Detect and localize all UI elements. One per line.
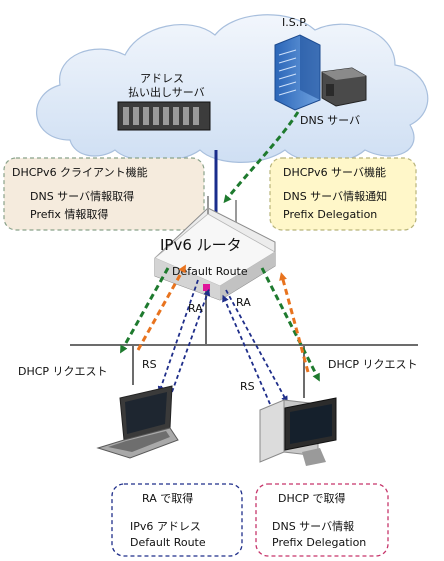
desktop-pc-icon bbox=[259, 397, 337, 466]
dhcp-right-green-arrow bbox=[260, 267, 320, 382]
dhcp-left-green-arrow bbox=[120, 267, 170, 354]
ra-left-label: RA bbox=[188, 302, 203, 315]
rs-right-label: RS bbox=[240, 380, 255, 393]
dhcp-left-label: DHCP リクエスト bbox=[18, 365, 108, 378]
dhcp-client-line1: DNS サーバ情報取得 bbox=[30, 190, 134, 203]
dhcp-acquired-box: DHCP で取得 DNS サーバ情報 Prefix Delegation bbox=[255, 483, 389, 557]
dhcp-server-line2: Prefix Delegation bbox=[283, 208, 377, 221]
dhcp-client-title: DHCPv6 クライアント機能 bbox=[12, 165, 148, 179]
dhcp-client-box: DHCPv6 クライアント機能 DNS サーバ情報取得 Prefix 情報取得 bbox=[3, 157, 205, 231]
isp-building-icon bbox=[274, 34, 321, 111]
address-server-label-2: 払い出しサーバ bbox=[128, 85, 205, 99]
ra-right-label: RA bbox=[236, 296, 251, 309]
isp-cloud bbox=[36, 14, 429, 163]
address-server-icon bbox=[117, 101, 211, 131]
dhcp-box-line2: Prefix Delegation bbox=[272, 536, 366, 549]
dhcp-box-title: DHCP で取得 bbox=[278, 492, 346, 505]
dns-to-router-arrow bbox=[223, 111, 300, 204]
ra-box-title: RA で取得 bbox=[142, 492, 193, 505]
ra-box-line2: Default Route bbox=[130, 536, 206, 549]
dns-server-icon bbox=[321, 67, 367, 107]
laptop-icon bbox=[96, 385, 179, 459]
dhcp-client-line2: Prefix 情報取得 bbox=[30, 208, 108, 221]
rs-right-arrow bbox=[222, 294, 271, 405]
dhcp-right-label: DHCP リクエスト bbox=[328, 358, 418, 371]
dhcp-server-title: DHCPv6 サーバ機能 bbox=[283, 165, 386, 179]
isp-label: I.S.P. bbox=[282, 16, 308, 29]
ra-left-arrow bbox=[157, 279, 199, 394]
router-label: IPv6 ルータ bbox=[160, 236, 242, 254]
rs-left-label: RS bbox=[142, 358, 157, 371]
dhcp-left-orange-arrow bbox=[136, 264, 186, 351]
dhcp-server-line1: DNS サーバ情報通知 bbox=[283, 189, 387, 203]
router-port bbox=[203, 284, 210, 291]
dns-server-label: DNS サーバ bbox=[300, 114, 360, 127]
ra-acquired-box: RA で取得 IPv6 アドレス Default Route bbox=[111, 483, 243, 557]
dhcp-box-line1: DNS サーバ情報 bbox=[272, 520, 354, 533]
dhcp-right-orange-arrow bbox=[279, 272, 310, 373]
dhcp-server-box: DHCPv6 サーバ機能 DNS サーバ情報通知 Prefix Delegati… bbox=[269, 157, 417, 231]
ra-box-line1: IPv6 アドレス bbox=[130, 520, 201, 533]
address-server-label-1: アドレス bbox=[140, 72, 184, 85]
rs-left-arrow bbox=[171, 288, 211, 393]
default-route-label: Default Route bbox=[172, 265, 248, 278]
